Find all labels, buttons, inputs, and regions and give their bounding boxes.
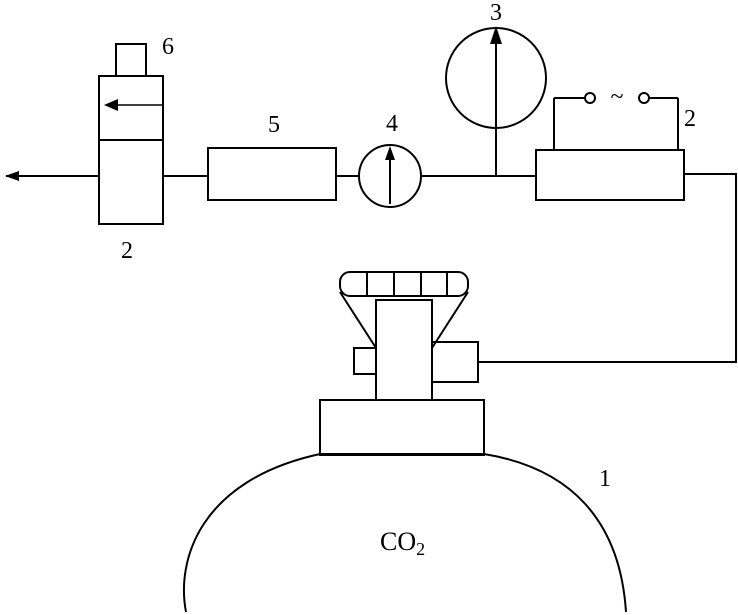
outlet-body: [98, 75, 164, 225]
outlet-unit: [98, 43, 164, 225]
valve-yoke-left: [339, 291, 377, 349]
flow-gauge: [358, 144, 422, 208]
outlet-cap: [115, 43, 147, 77]
label-tube-unit: 5: [268, 112, 280, 138]
gas-formula-subscript: 2: [416, 539, 425, 559]
label-heater: 2: [684, 106, 696, 132]
flow-needle-tip: [385, 146, 395, 160]
gas-formula-main: CO: [380, 527, 416, 556]
cylinder-valve: [339, 271, 479, 401]
heater: ~: [535, 84, 685, 201]
pressure-gauge: [445, 26, 547, 176]
terminal-right: [638, 92, 650, 104]
label-cylinder: 1: [599, 466, 611, 492]
gas-cylinder: [182, 399, 627, 613]
flow-gauge-dial: [358, 144, 422, 208]
heater-body: [535, 149, 685, 201]
gas-name: CO2: [380, 527, 425, 559]
outlet-arrow-icon: [104, 99, 118, 111]
valve-stem: [375, 299, 433, 401]
label-outlet-top: 6: [162, 34, 174, 60]
pressure-needle-tip: [490, 26, 502, 44]
tube-unit: [207, 147, 337, 201]
terminal-left: [584, 92, 596, 104]
cylinder-neck: [319, 399, 485, 456]
label-pressure-gauge: 3: [490, 0, 502, 26]
label-outlet-unit: 2: [121, 238, 133, 264]
supply-pipe: [478, 173, 737, 363]
valve-yoke-right: [431, 291, 469, 349]
ac-symbol: ~: [611, 84, 624, 110]
valve-left-port: [353, 347, 377, 375]
label-flow-gauge: 4: [386, 111, 398, 137]
valve-outlet: [431, 341, 479, 383]
valve-handwheel: [339, 271, 469, 297]
